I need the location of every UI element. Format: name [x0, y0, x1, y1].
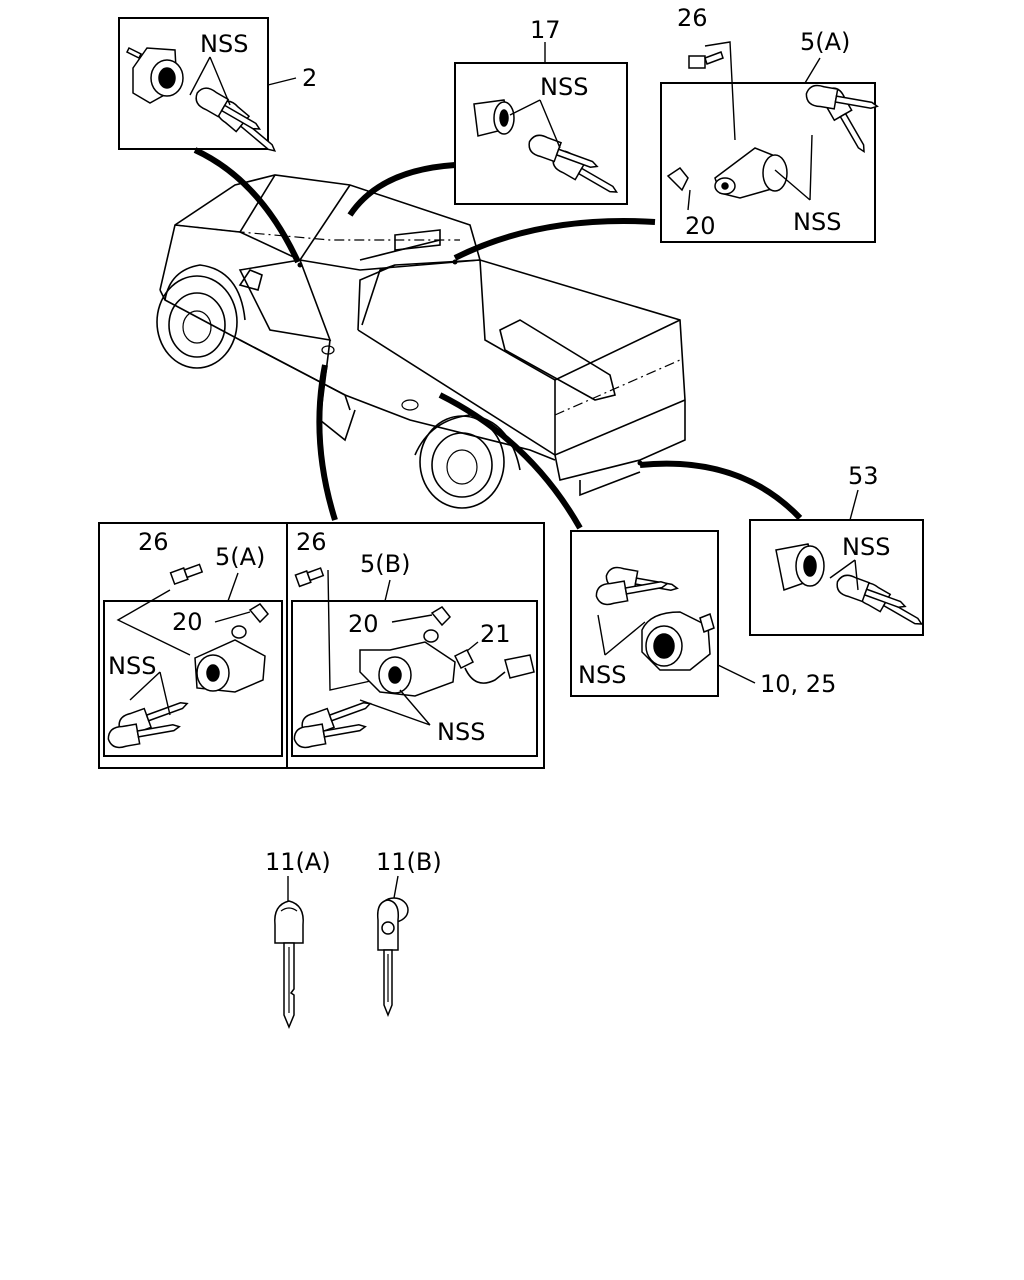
- callout-door-locks-box: 26 5(A) 20 NSS 26 5(B) 20: [98, 522, 545, 769]
- bottom-left-20: 20: [172, 608, 203, 636]
- callout-17-box: 17 NSS: [454, 16, 628, 205]
- key-11b-label: 11(B): [376, 848, 442, 876]
- key-11a-icon: [274, 900, 304, 1028]
- callout-2-box: NSS 2: [118, 17, 317, 160]
- callout-5a-top-26: 26: [677, 4, 708, 32]
- callout-5a-top-label: 5(A): [800, 28, 850, 56]
- callout-17-nss-label: NSS: [540, 73, 588, 101]
- bottom-mid-5b: 5(B): [360, 550, 410, 578]
- bottom-left-5a: 5(A): [215, 543, 265, 571]
- key-11a-label: 11(A): [265, 848, 331, 876]
- callout-10-25-nss: NSS: [578, 661, 626, 689]
- connector-arcs: [193, 147, 803, 530]
- callout-5a-top-nss: NSS: [793, 208, 841, 236]
- key-11a-group: 11(A): [265, 848, 331, 1028]
- pickup-truck-illustration: [156, 174, 686, 509]
- bottom-left-26: 26: [138, 528, 169, 556]
- bottom-mid-20: 20: [348, 610, 379, 638]
- callout-5a-top-20: 20: [685, 212, 716, 240]
- bottom-mid-nss: NSS: [437, 718, 485, 746]
- key-11b-group: 11(B): [376, 848, 442, 1018]
- key-11b-icon: [376, 897, 409, 1018]
- callout-2-nss-label: NSS: [200, 30, 248, 58]
- callout-10-25-box: NSS 10, 25: [570, 530, 836, 698]
- bottom-mid-21: 21: [480, 620, 511, 648]
- callout-53-number: 53: [848, 462, 879, 490]
- callout-5a-top-box: 26 5(A) 20 NSS: [660, 4, 880, 243]
- callout-17-number: 17: [530, 16, 561, 44]
- callout-2-number: 2: [302, 64, 317, 92]
- callout-53-nss-label: NSS: [842, 533, 890, 561]
- callout-10-25-number: 10, 25: [760, 670, 836, 698]
- bottom-left-nss: NSS: [108, 652, 156, 680]
- bottom-mid-26: 26: [296, 528, 327, 556]
- callout-53-box: 53 NSS: [749, 462, 928, 636]
